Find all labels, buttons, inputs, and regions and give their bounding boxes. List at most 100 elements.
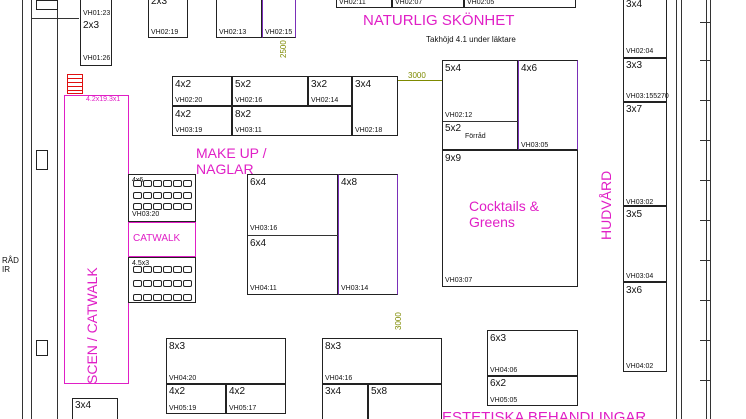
booth-id: VH03:16 — [250, 225, 278, 232]
booth-id: VH02:20 — [175, 97, 203, 104]
booth-vh02-13[interactable]: VH02:13 — [216, 0, 262, 38]
booth-size: 2x3 — [151, 0, 168, 7]
booth-size: 3x5 — [626, 209, 643, 220]
dimension-label: 3000 — [408, 71, 426, 80]
booth-vh02-15[interactable]: VH02:15 — [262, 0, 296, 38]
booth-size: 4x2 — [175, 109, 192, 120]
booth-id: VH02:13 — [219, 29, 247, 36]
booth-id: Förråd — [465, 133, 486, 140]
booth-vh04-16[interactable]: 8x3 VH04:16 — [322, 338, 442, 384]
seat-icon — [183, 180, 192, 187]
booth-vh03-02[interactable]: 3x7 VH03:02 — [623, 102, 667, 206]
booth-size: 3x2 — [311, 79, 328, 90]
booth-vh03-19[interactable]: 4x2 VH03:19 — [172, 106, 232, 136]
wall-line — [681, 0, 682, 419]
booth-vh02-18[interactable]: 3x4 VH02:18 — [352, 76, 398, 136]
wall-tick — [700, 22, 710, 23]
dimension-label: 3000 — [394, 312, 403, 330]
booth-vh05-05[interactable]: 6x2 VH05:05 — [487, 376, 578, 406]
structure-box — [36, 150, 48, 170]
booth-divider — [248, 235, 339, 236]
booth-vh03-05[interactable]: 4x6 VH03:05 — [518, 60, 578, 150]
booth-size: 3x4 — [75, 400, 92, 411]
seat-icon — [133, 280, 142, 287]
seat-icon — [183, 266, 192, 273]
wall-tick — [700, 340, 710, 341]
booth-vh02-11[interactable]: VH02:11 — [336, 0, 392, 8]
booth-size: 5x4 — [445, 63, 462, 74]
booth-id: VH01:23 — [83, 10, 111, 17]
seat-icon — [153, 203, 162, 210]
booth-id: VH02:19 — [151, 29, 179, 36]
booth-vh02-16[interactable]: 5x2 VH02:16 — [232, 76, 308, 106]
booth-vh02-04[interactable]: 3x4 VH02:04 — [623, 0, 667, 58]
booth-size: 3x6 — [626, 285, 643, 296]
booth-vh02-14[interactable]: 3x2 VH02:14 — [308, 76, 352, 106]
seat-icon — [163, 266, 172, 273]
booth-size: 6x4 — [250, 238, 267, 249]
booth-id: VH03:20 — [132, 211, 160, 218]
booth-vh01-23[interactable]: 2x3 VH01:23 VH01:26 — [80, 0, 112, 66]
structure-box — [36, 340, 48, 356]
booth-vh02-05[interactable]: VH02:05 — [464, 0, 576, 8]
booth-id: VH03:07 — [445, 277, 473, 284]
booth-vh03-14[interactable]: 4x8 VH03:14 — [338, 174, 398, 295]
wall-tick — [700, 60, 710, 61]
wall-tick — [700, 140, 710, 141]
booth-vh03-16[interactable]: 6x4 VH03:16 6x4 VH04:11 — [247, 174, 339, 295]
booth-vh02-12[interactable]: 5x4 VH02:12 5x2 Förråd — [442, 60, 519, 150]
booth-size: 5x8 — [371, 386, 388, 397]
booth-vh03-07[interactable]: 9x9 VH03:07 — [442, 150, 578, 287]
wall-tick — [700, 180, 710, 181]
booth-size: 5x2 — [445, 123, 462, 134]
booth-id: VH03:11 — [235, 127, 262, 134]
seat-icon — [133, 192, 142, 199]
booth-vh05-19[interactable]: 4x2 VH05:19 — [166, 384, 226, 414]
booth-vh04-02[interactable]: 3x6 VH04:02 — [623, 282, 667, 372]
booth-size: 3x4 — [626, 0, 643, 10]
booth-id: VH02:05 — [467, 0, 495, 6]
booth-vh04-06[interactable]: 6x3 VH04:06 — [487, 330, 578, 376]
booth-size: 3x4 — [355, 79, 372, 90]
booth-size: 8x3 — [169, 341, 186, 352]
booth-3x4-bottom[interactable]: 3x4 — [322, 384, 368, 419]
booth-vh03-04[interactable]: 3x5 VH03:04 — [623, 206, 667, 282]
booth-id: VH03:155270 — [626, 93, 669, 100]
booth-vh03-11[interactable]: 8x2 VH03:11 — [232, 106, 352, 136]
stage-dimension: 4.2x19.3x1 — [86, 96, 121, 103]
zone-label-naturlig-skonhet: NATURLIG SKÖNHET — [363, 12, 515, 29]
seat-icon — [133, 180, 142, 187]
booth-size: 9x9 — [445, 153, 462, 164]
booth-vh05-17[interactable]: 4x2 VH05:17 — [226, 384, 286, 414]
booth-vh02-07[interactable]: VH02:07 — [392, 0, 464, 8]
seat-icon — [153, 266, 162, 273]
booth-vh04-20[interactable]: 8x3 VH04:20 — [166, 338, 286, 384]
booth-vh03-155270[interactable]: 3x3 VH03:155270 — [623, 58, 669, 102]
catwalk-label: CATWALK — [133, 233, 181, 244]
booth-id: VH03:19 — [175, 127, 203, 134]
catwalk-runway[interactable] — [128, 222, 196, 257]
booth-vh02-19[interactable]: 2x3 VH02:19 — [148, 0, 188, 38]
seat-icon — [163, 180, 172, 187]
booth-id: VH01:26 — [83, 55, 111, 62]
structure-box — [36, 0, 58, 10]
booth-5x8-bottom[interactable]: 5x8 — [368, 384, 442, 419]
booth-3x4-left-bottom[interactable]: 3x4 — [72, 398, 118, 419]
seat-icon — [183, 192, 192, 199]
seat-icon — [143, 203, 152, 210]
booth-id: VH03:02 — [626, 199, 654, 206]
wall-line — [31, 18, 79, 19]
wall-tick — [700, 300, 710, 301]
seat-icon — [173, 280, 182, 287]
left-partial-label: RÅD IR — [2, 256, 19, 275]
booth-size: 6x3 — [490, 333, 507, 344]
seat-icon — [133, 266, 142, 273]
booth-size: 8x3 — [325, 341, 342, 352]
booth-size: 4x6 — [521, 63, 538, 74]
seat-icon — [173, 266, 182, 273]
booth-id: VH02:16 — [235, 97, 263, 104]
wall-line — [31, 0, 32, 419]
wall-line — [706, 0, 707, 419]
dimension-label: 2500 — [279, 40, 288, 58]
booth-vh02-20[interactable]: 4x2 VH02:20 — [172, 76, 232, 106]
